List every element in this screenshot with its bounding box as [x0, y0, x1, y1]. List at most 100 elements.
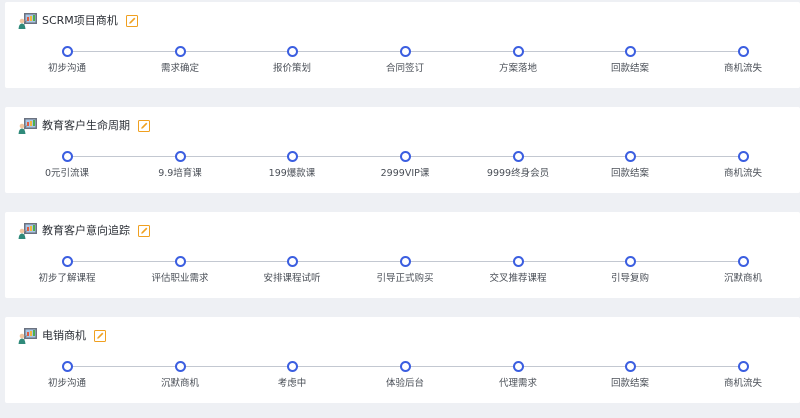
stage-dot	[61, 151, 73, 162]
stage-label: 9.9培育课	[158, 168, 202, 179]
stage-label: 代理需求	[498, 378, 537, 389]
stage-dot	[399, 361, 411, 372]
stage-dot	[61, 361, 73, 372]
stage-node[interactable]: 合同签订	[345, 46, 465, 75]
stage-dot	[399, 46, 411, 57]
stage-label: 9999终身会员	[486, 168, 550, 179]
stage-node[interactable]: 沉默商机	[120, 361, 240, 390]
stage-node[interactable]: 9999终身会员	[458, 151, 578, 180]
stage-dot	[512, 46, 524, 57]
stage-dot	[174, 361, 186, 372]
stage-label: 安排课程试听	[263, 273, 321, 284]
stage-node[interactable]: 沉默商机	[683, 256, 800, 285]
stage-node[interactable]: 初步沟通	[7, 46, 127, 75]
stage-label: 2999VIP课	[380, 168, 430, 179]
stage-dot	[512, 256, 524, 267]
stage-label: 199爆款课	[268, 168, 316, 179]
stage-node[interactable]: 评估职业需求	[120, 256, 240, 285]
stage-label: 商机流失	[723, 168, 762, 179]
stage-dot	[624, 151, 636, 162]
stage-label: 初步了解课程	[38, 273, 96, 284]
pipeline-card: 电销商机 初步沟通 沉默商机 考虑中 体验后台 代理需求 回款结案 商机流失	[5, 317, 800, 403]
stage-node[interactable]: 体验后台	[345, 361, 465, 390]
stage-label: 需求确定	[160, 63, 199, 74]
stage-label: 合同签订	[385, 63, 424, 74]
stage-label: 沉默商机	[723, 273, 762, 284]
stage-label: 回款结案	[610, 168, 649, 179]
stage-dot	[624, 256, 636, 267]
stage-node[interactable]: 交叉推荐课程	[458, 256, 578, 285]
stage-label: 回款结案	[610, 63, 649, 74]
stage-label: 回款结案	[610, 378, 649, 389]
pipeline-card: 教育客户生命周期 0元引流课 9.9培育课 199爆款课 2999VIP课 99…	[5, 107, 800, 193]
stage-label: 评估职业需求	[151, 273, 209, 284]
pipeline-header: 教育客户意向追踪	[18, 220, 150, 242]
pipeline-title: SCRM项目商机	[42, 14, 118, 27]
stage-dot	[737, 361, 749, 372]
stage-dot	[174, 46, 186, 57]
stage-dot	[61, 256, 73, 267]
stage-label: 方案落地	[498, 63, 537, 74]
stage-node[interactable]: 需求确定	[120, 46, 240, 75]
stage-dot	[286, 151, 298, 162]
edit-icon[interactable]	[138, 120, 150, 132]
stage-label: 沉默商机	[160, 378, 199, 389]
stage-node[interactable]: 引导正式购买	[345, 256, 465, 285]
stage-node[interactable]: 初步了解课程	[7, 256, 127, 285]
stage-label: 引导正式购买	[376, 273, 434, 284]
stage-label: 0元引流课	[44, 168, 90, 179]
pipeline-board-icon	[18, 328, 37, 344]
pipeline-card: SCRM项目商机 初步沟通 需求确定 报价策划 合同签订 方案落地 回款结案 商…	[5, 2, 800, 88]
stage-node[interactable]: 商机流失	[683, 151, 800, 180]
stage-dot	[624, 46, 636, 57]
stage-dot	[286, 361, 298, 372]
stage-node[interactable]: 回款结案	[570, 46, 690, 75]
stage-label: 商机流失	[723, 63, 762, 74]
stage-dot	[61, 46, 73, 57]
stage-dot	[174, 256, 186, 267]
stage-dot	[512, 361, 524, 372]
stage-node[interactable]: 回款结案	[570, 151, 690, 180]
pipeline-card: 教育客户意向追踪 初步了解课程 评估职业需求 安排课程试听 引导正式购买 交叉推…	[5, 212, 800, 298]
stage-node[interactable]: 代理需求	[458, 361, 578, 390]
stage-node[interactable]: 安排课程试听	[232, 256, 352, 285]
stage-node[interactable]: 商机流失	[683, 46, 800, 75]
stage-node[interactable]: 9.9培育课	[120, 151, 240, 180]
pipeline-board-icon	[18, 223, 37, 239]
stage-label: 考虑中	[277, 378, 307, 389]
edit-icon[interactable]	[125, 15, 138, 27]
edit-icon[interactable]	[94, 330, 106, 342]
pipeline-title: 教育客户意向追踪	[42, 224, 130, 237]
stage-label: 初步沟通	[47, 378, 86, 389]
stage-node[interactable]: 0元引流课	[7, 151, 127, 180]
stage-dot	[737, 151, 749, 162]
stage-node[interactable]: 引导复购	[570, 256, 690, 285]
stage-label: 交叉推荐课程	[489, 273, 547, 284]
pipeline-header: 电销商机	[18, 325, 106, 347]
stage-node[interactable]: 2999VIP课	[345, 151, 465, 180]
pipeline-title: 电销商机	[42, 329, 86, 342]
stage-node[interactable]: 回款结案	[570, 361, 690, 390]
stage-dot	[399, 256, 411, 267]
stage-node[interactable]: 方案落地	[458, 46, 578, 75]
pipeline-title: 教育客户生命周期	[42, 119, 130, 132]
pipeline-board-icon	[18, 13, 37, 29]
stage-node[interactable]: 199爆款课	[232, 151, 352, 180]
edit-icon[interactable]	[138, 225, 150, 237]
stage-dot	[399, 151, 411, 162]
stage-node[interactable]: 初步沟通	[7, 361, 127, 390]
stage-dot	[624, 361, 636, 372]
stage-dot	[174, 151, 186, 162]
pipeline-header: SCRM项目商机	[18, 10, 138, 32]
stage-node[interactable]: 考虑中	[232, 361, 352, 390]
stage-dot	[737, 46, 749, 57]
stage-dot	[286, 46, 298, 57]
stage-label: 商机流失	[723, 378, 762, 389]
stage-node[interactable]: 商机流失	[683, 361, 800, 390]
pipeline-header: 教育客户生命周期	[18, 115, 150, 137]
pipeline-board-icon	[18, 118, 37, 134]
stage-label: 体验后台	[385, 378, 424, 389]
stage-node[interactable]: 报价策划	[232, 46, 352, 75]
stage-label: 初步沟通	[47, 63, 86, 74]
stage-dot	[286, 256, 298, 267]
